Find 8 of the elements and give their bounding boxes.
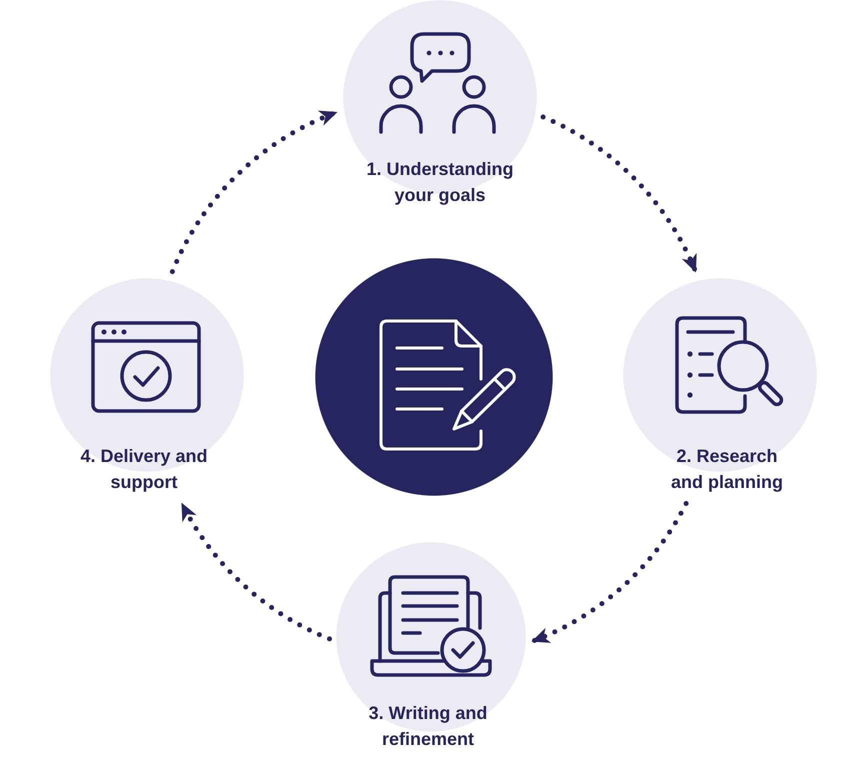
step-label: 3. Writing and refinement [368, 702, 488, 751]
dotted-arrow [179, 501, 332, 642]
dotted-arrow [170, 110, 340, 274]
dotted-arrow [530, 501, 689, 644]
step-label: 1. Understanding your goals [365, 158, 514, 207]
step-label: 4. Delivery and support [79, 445, 209, 494]
step-label: 2. Research and planning [670, 445, 784, 494]
dotted-arrow [540, 114, 698, 274]
